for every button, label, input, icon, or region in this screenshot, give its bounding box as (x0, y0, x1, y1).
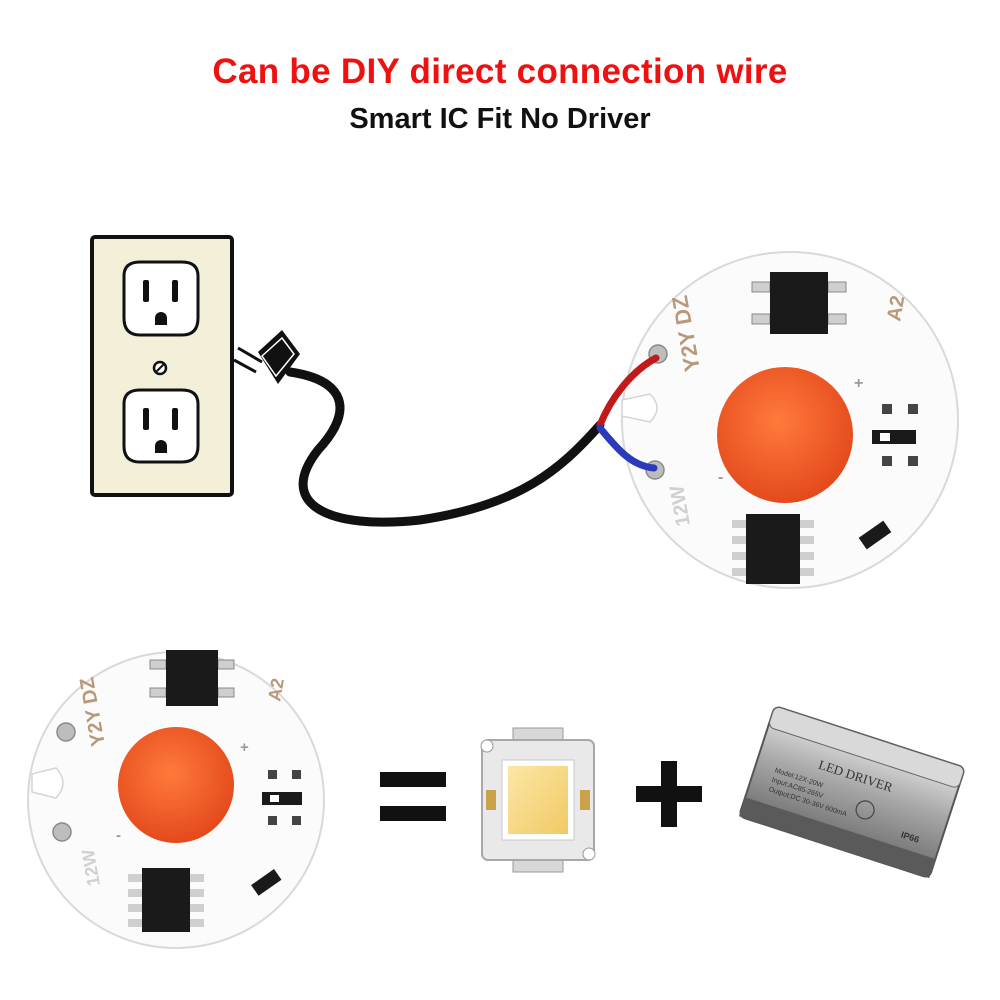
smd-components (858, 404, 918, 550)
led-driver-box: LED DRIVER Model:12X-20W Input:AC85-265V… (738, 706, 965, 879)
outlet-screw (152, 360, 168, 376)
cob-led-chip (480, 727, 596, 873)
led-emitter (118, 727, 234, 843)
silk-minus: - (718, 469, 723, 486)
blue-wire (596, 424, 658, 472)
rectifier-chip (751, 272, 847, 334)
red-wire (596, 354, 660, 429)
outlet-socket-bottom (122, 388, 200, 464)
plus-icon (636, 761, 702, 827)
silk-plus: + (240, 739, 249, 756)
power-cable (285, 367, 605, 527)
silk-minus: - (116, 827, 121, 844)
silk-plus: + (854, 375, 863, 392)
silk-version: A2 (883, 294, 909, 323)
equals-icon (380, 772, 446, 821)
rectifier-chip (149, 650, 235, 706)
smd-components (251, 770, 302, 896)
led-emitter (717, 367, 853, 503)
headline: Can be DIY direct connection wire (212, 52, 788, 91)
power-plug-icon (233, 330, 300, 384)
cob-phosphor (508, 766, 568, 834)
outlet-socket-top (122, 260, 200, 337)
driver-ic (732, 514, 814, 584)
silk-version: A2 (264, 677, 288, 703)
led-module-top: Y2Y DZ A2 12W + - (596, 251, 959, 589)
subline: Smart IC Fit No Driver (349, 103, 651, 135)
led-module-bottom: Y2Y DZ A2 12W + - (27, 650, 325, 949)
wall-outlet-icon (90, 235, 234, 497)
driver-ic (128, 868, 204, 932)
